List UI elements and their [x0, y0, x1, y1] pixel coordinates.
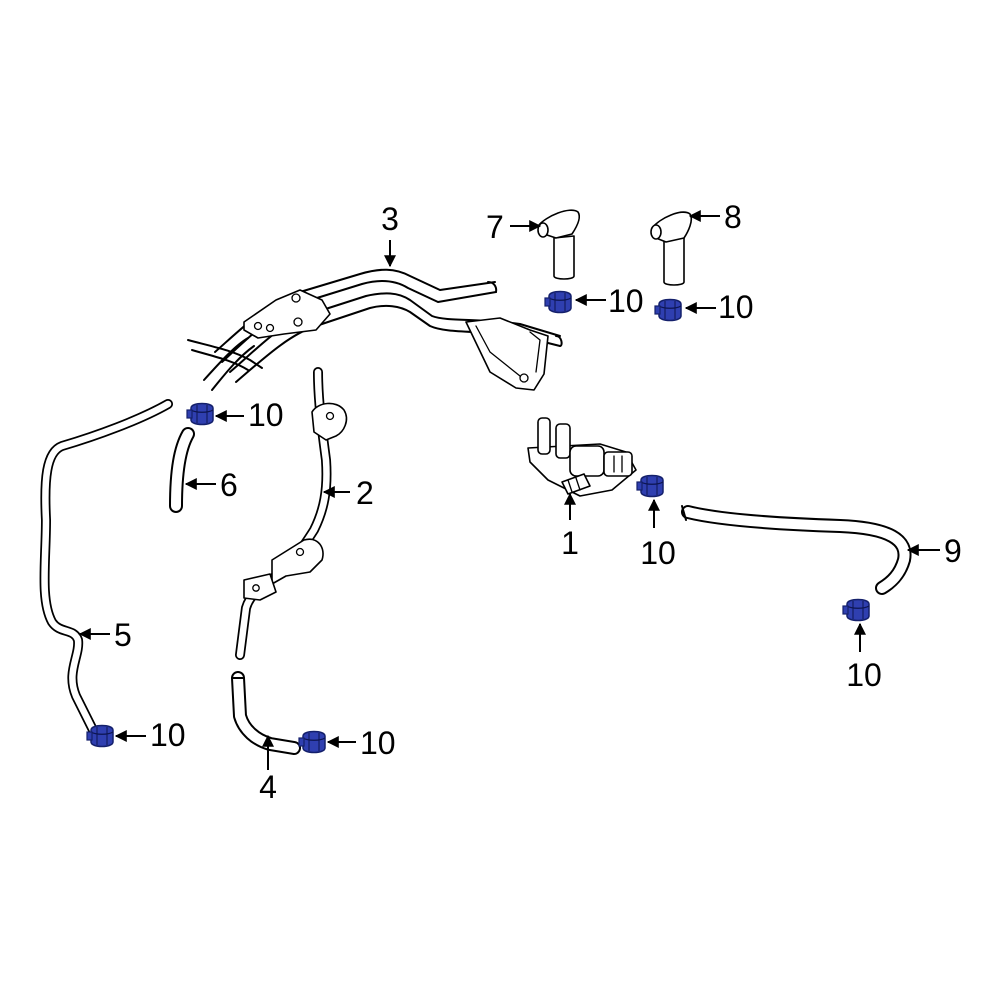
callout-clamp-hose5: 10: [150, 717, 186, 753]
callout-part-4: 4: [259, 769, 277, 805]
leader-arrows: [78, 210, 940, 770]
callout-part-8: 8: [724, 199, 742, 235]
hose-part-4: [231, 671, 301, 755]
callout-part-6: 6: [220, 467, 238, 503]
elbow-fitting-part-8: [650, 211, 693, 286]
hose-part-6: [169, 427, 195, 513]
callout-clamp-hose4: 10: [360, 725, 396, 761]
valve-part-1: [527, 417, 637, 497]
elbow-fitting-part-7: [537, 209, 581, 280]
clamp-top-right-icon: [654, 298, 682, 322]
callout-clamp-top-left: 10: [248, 397, 284, 433]
pipe-assembly-part-3: [187, 268, 563, 391]
callout-clamp-top-mid: 10: [608, 283, 644, 319]
callout-part-1: 1: [561, 525, 579, 561]
callout-part-2: 2: [356, 475, 374, 511]
callout-part-5: 5: [114, 617, 132, 653]
hard-line-part-2: [235, 367, 348, 660]
clamp-top-left-icon: [186, 402, 214, 426]
hose-part-5: [39, 399, 173, 741]
hose-part-9: [681, 505, 912, 595]
callout-clamp-right: 10: [846, 657, 882, 693]
clamp-top-mid-icon: [544, 290, 572, 314]
callout-part-9: 9: [944, 533, 962, 569]
callout-clamp-valve: 10: [640, 535, 676, 571]
clamp-valve-icon: [636, 474, 664, 498]
clamp-hose5-icon: [86, 724, 114, 748]
callout-clamp-top-right: 10: [718, 289, 754, 325]
callout-part-7: 7: [486, 209, 504, 245]
clamp-right-icon: [842, 598, 870, 622]
callout-part-3: 3: [381, 201, 399, 237]
clamp-hose4-icon: [298, 730, 326, 754]
callout-labels: 1 2 3 4 5 6 7 8 9 10 10 10 10 10 10 10: [114, 199, 962, 805]
